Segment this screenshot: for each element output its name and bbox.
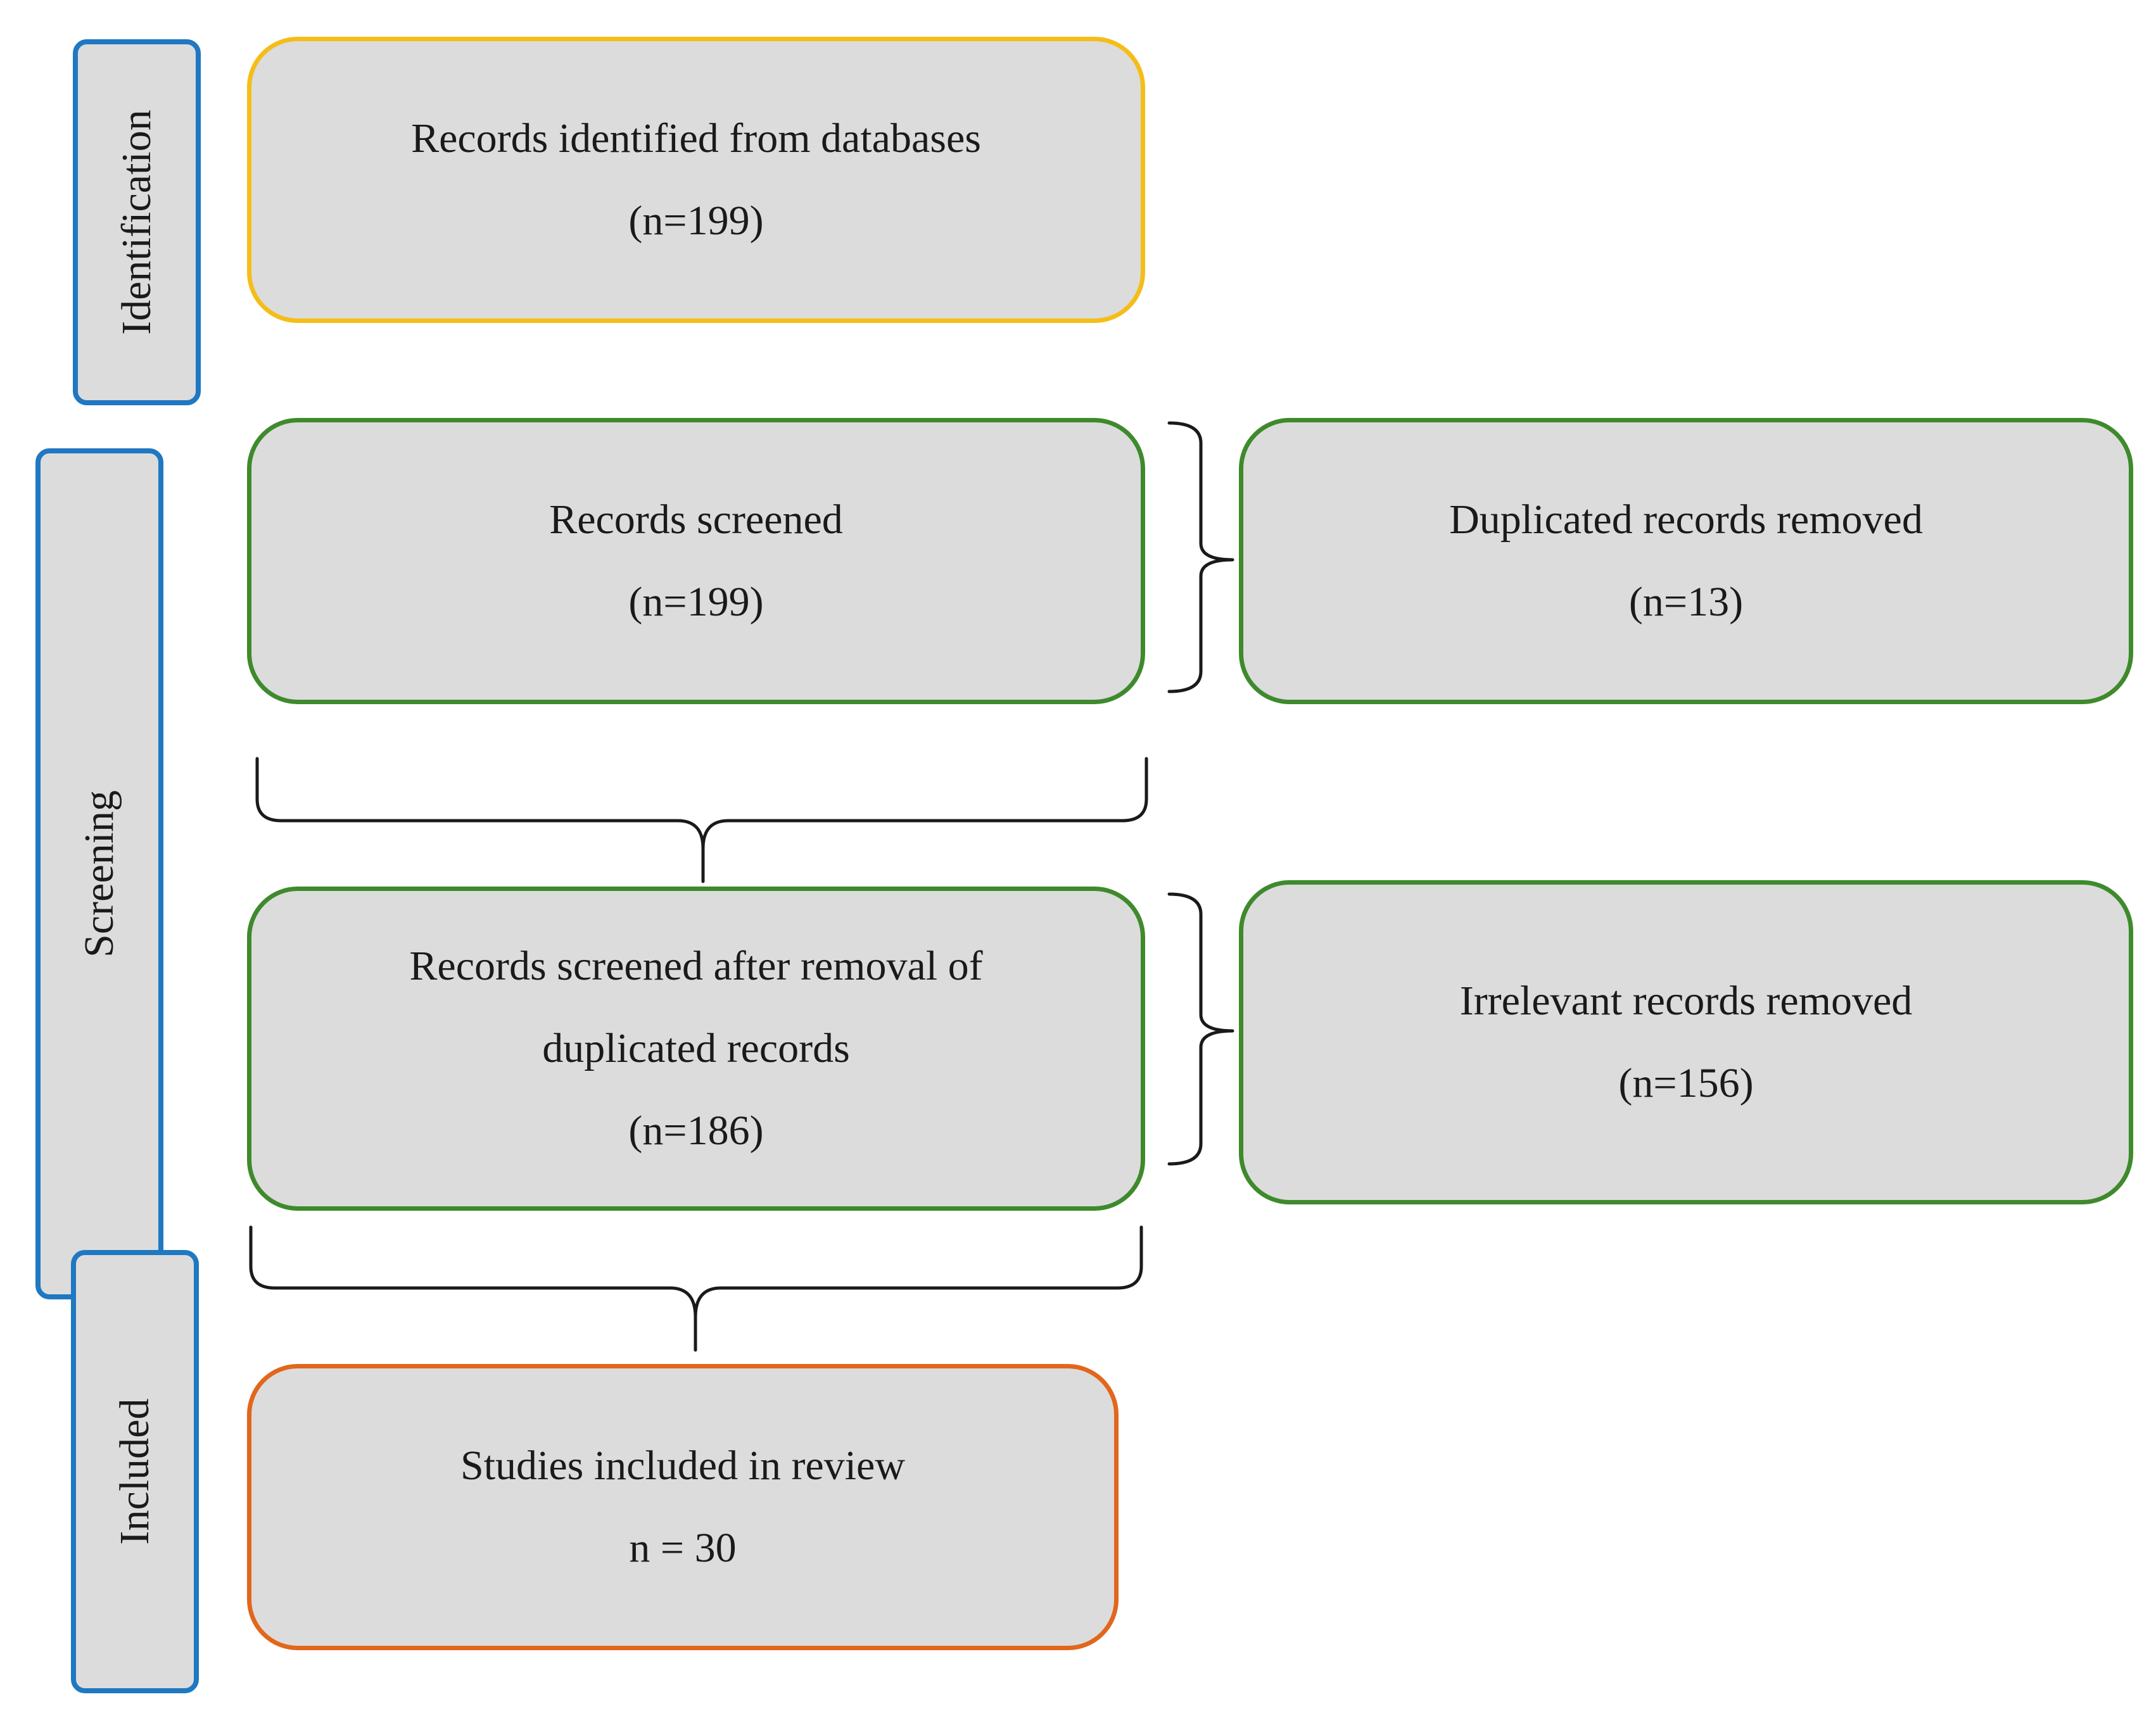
irrelevant-removed-count: (n=156) [1618, 1060, 1754, 1106]
stage-identification: Identification [73, 39, 201, 405]
brace-after-dedup-to-included [249, 1225, 1143, 1352]
duplicates-removed-box: Duplicated records removed (n=13) [1239, 418, 2133, 704]
duplicates-removed-title: Duplicated records removed [1449, 496, 1923, 543]
records-after-dedup-count: (n=186) [628, 1108, 764, 1154]
irrelevant-removed-box: Irrelevant records removed (n=156) [1239, 880, 2133, 1204]
irrelevant-removed-title: Irrelevant records removed [1459, 978, 1913, 1024]
stage-screening: Screening [35, 448, 163, 1299]
brace-after-dedup-to-irrelevant [1167, 892, 1234, 1166]
studies-included-title: Studies included in review [460, 1443, 906, 1489]
duplicates-removed-count: (n=13) [1628, 579, 1744, 625]
stage-included-label: Included [111, 1398, 158, 1545]
studies-included-box: Studies included in review n = 30 [247, 1364, 1119, 1650]
studies-included-count: n = 30 [629, 1525, 737, 1571]
stage-included: Included [71, 1250, 199, 1693]
records-screened-title: Records screened [549, 496, 843, 543]
records-screened-count: (n=199) [628, 579, 764, 625]
stage-identification-label: Identification [113, 110, 160, 335]
records-after-dedup-line1: Records screened after removal of [409, 943, 983, 989]
records-after-dedup-line2: duplicated records [542, 1025, 850, 1071]
stage-screening-label: Screening [76, 790, 122, 957]
records-identified-box: Records identified from databases (n=199… [247, 37, 1145, 323]
records-after-dedup-box: Records screened after removal of duplic… [247, 887, 1145, 1211]
records-identified-title: Records identified from databases [411, 115, 981, 161]
brace-screened-to-after-dedup [255, 757, 1148, 883]
records-screened-box: Records screened (n=199) [247, 418, 1145, 704]
records-identified-count: (n=199) [628, 198, 764, 244]
brace-screened-to-duplicates [1167, 421, 1234, 693]
